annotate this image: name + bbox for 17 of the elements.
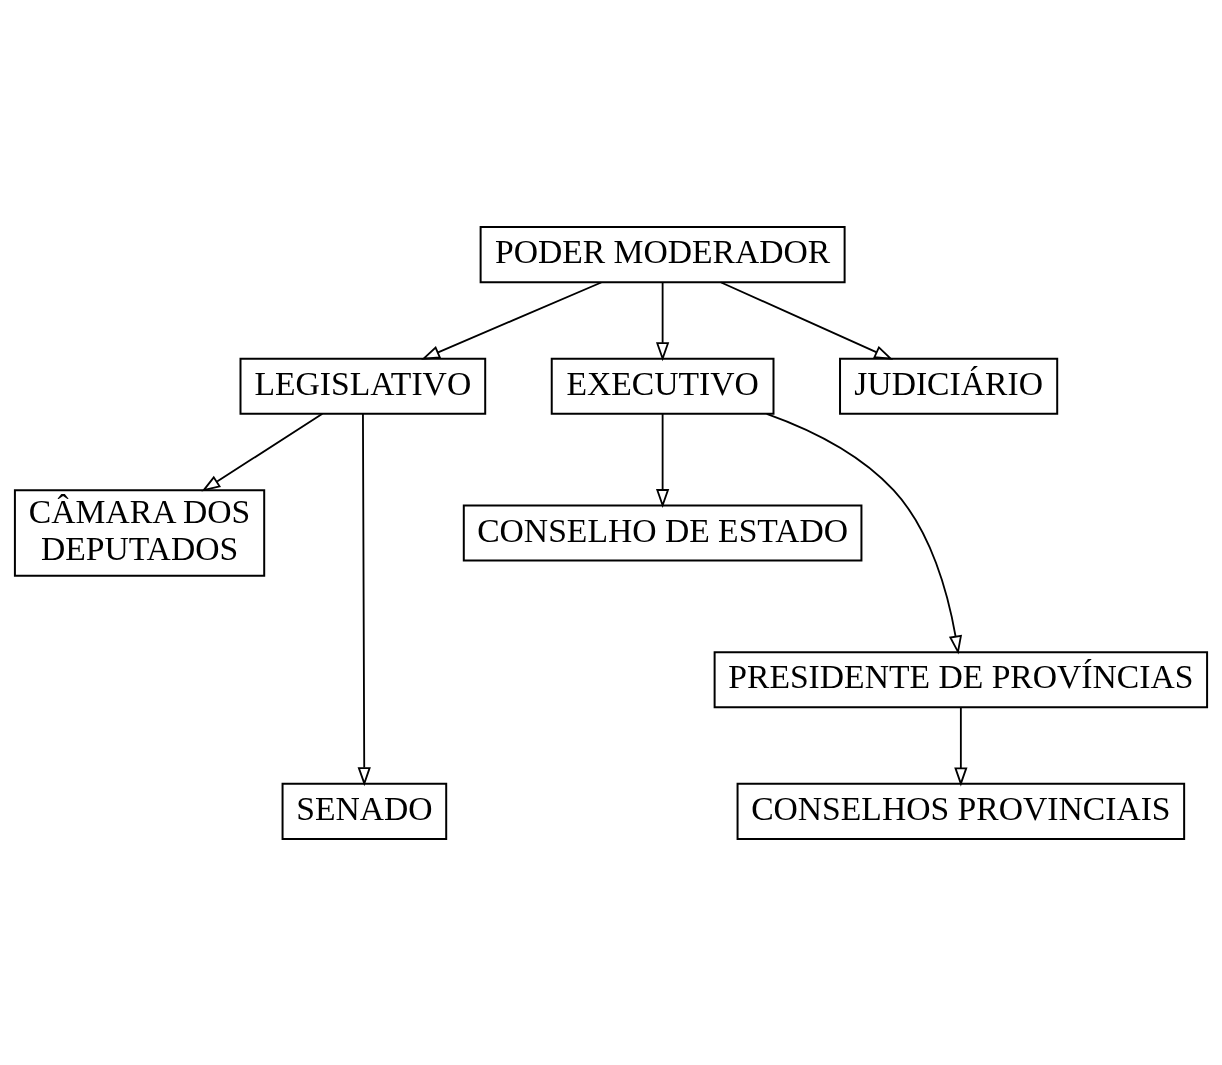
arrow bbox=[421, 281, 603, 360]
arrow bbox=[201, 412, 324, 492]
node-box: SENADO bbox=[281, 782, 448, 840]
node-box: PODER MODERADOR bbox=[479, 225, 846, 283]
node-box: EXECUTIVO bbox=[550, 357, 775, 415]
node-box: LEGISLATIVO bbox=[239, 357, 487, 415]
arrow bbox=[655, 412, 670, 508]
node-box: PRESIDENTE DE PROVÍNCIAS bbox=[713, 650, 1209, 708]
node-box: JUDICIÁRIO bbox=[839, 357, 1059, 415]
node-box: CONSELHOS PROVINCIAIS bbox=[736, 782, 1186, 840]
arrow bbox=[357, 412, 371, 786]
node-box: CÂMARA DOS DEPUTADOS bbox=[13, 488, 266, 577]
arrow bbox=[720, 281, 894, 360]
arrow bbox=[954, 706, 968, 786]
arrow bbox=[765, 412, 963, 655]
node-box: CONSELHO DE ESTADO bbox=[462, 503, 863, 562]
arrow bbox=[655, 281, 670, 361]
